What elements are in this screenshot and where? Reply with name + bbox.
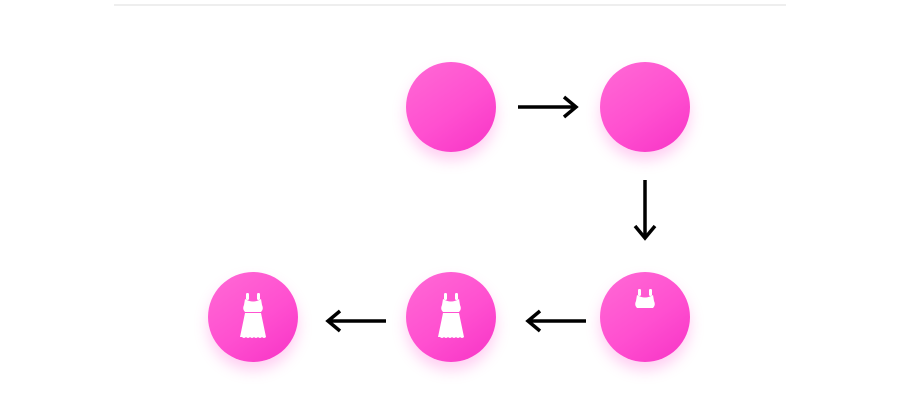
dress-icon [438, 293, 464, 338]
arrow-down-icon [633, 180, 657, 241]
step-2-circle [600, 62, 690, 152]
step-1-circle [406, 62, 496, 152]
arrow-right-icon [518, 95, 579, 119]
top-divider [114, 4, 786, 6]
dress-top-icon [635, 289, 655, 308]
arrow-left-icon [325, 309, 386, 333]
dress-icon [240, 293, 266, 338]
arrow-left-icon [525, 309, 586, 333]
step-5-circle [208, 272, 298, 362]
step-4-circle [406, 272, 496, 362]
step-3-circle [600, 272, 690, 362]
